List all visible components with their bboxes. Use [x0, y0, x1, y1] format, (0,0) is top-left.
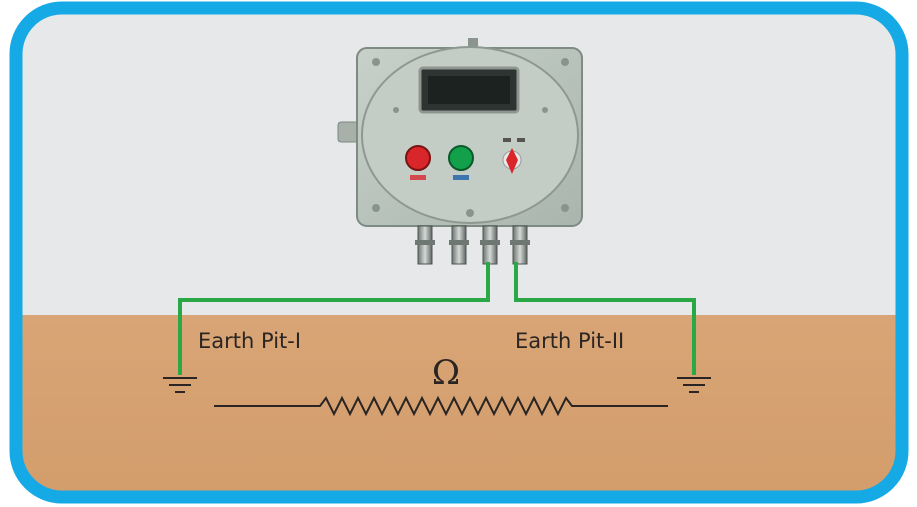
bolt-icon: [372, 58, 380, 66]
earth-monitor-enclosure: [337, 38, 583, 265]
bolt-icon: [466, 209, 474, 217]
bolt-icon: [561, 204, 569, 212]
selector-switch-icon: [502, 148, 522, 174]
earth-pit-left-label: Earth Pit-I: [198, 329, 301, 353]
earth-pit-right-label: Earth Pit-II: [515, 329, 624, 353]
wire-right: [514, 262, 696, 375]
wire-left: [178, 262, 490, 375]
frame-border: [9, 1, 909, 504]
green-indicator-lamp-icon: [448, 145, 474, 171]
bolt-icon: [542, 107, 548, 113]
ground-symbol-icon: [677, 377, 711, 393]
resistance-symbol: Ω: [432, 353, 460, 393]
bolt-icon: [561, 58, 569, 66]
ground-symbol-icon: [163, 377, 197, 393]
resistor-icon: [214, 395, 668, 417]
bolt-icon: [372, 204, 380, 212]
soil-area: [16, 315, 902, 497]
bolt-icon: [393, 107, 399, 113]
red-indicator-lamp-icon: [405, 145, 431, 171]
cable-glands: [415, 225, 530, 265]
